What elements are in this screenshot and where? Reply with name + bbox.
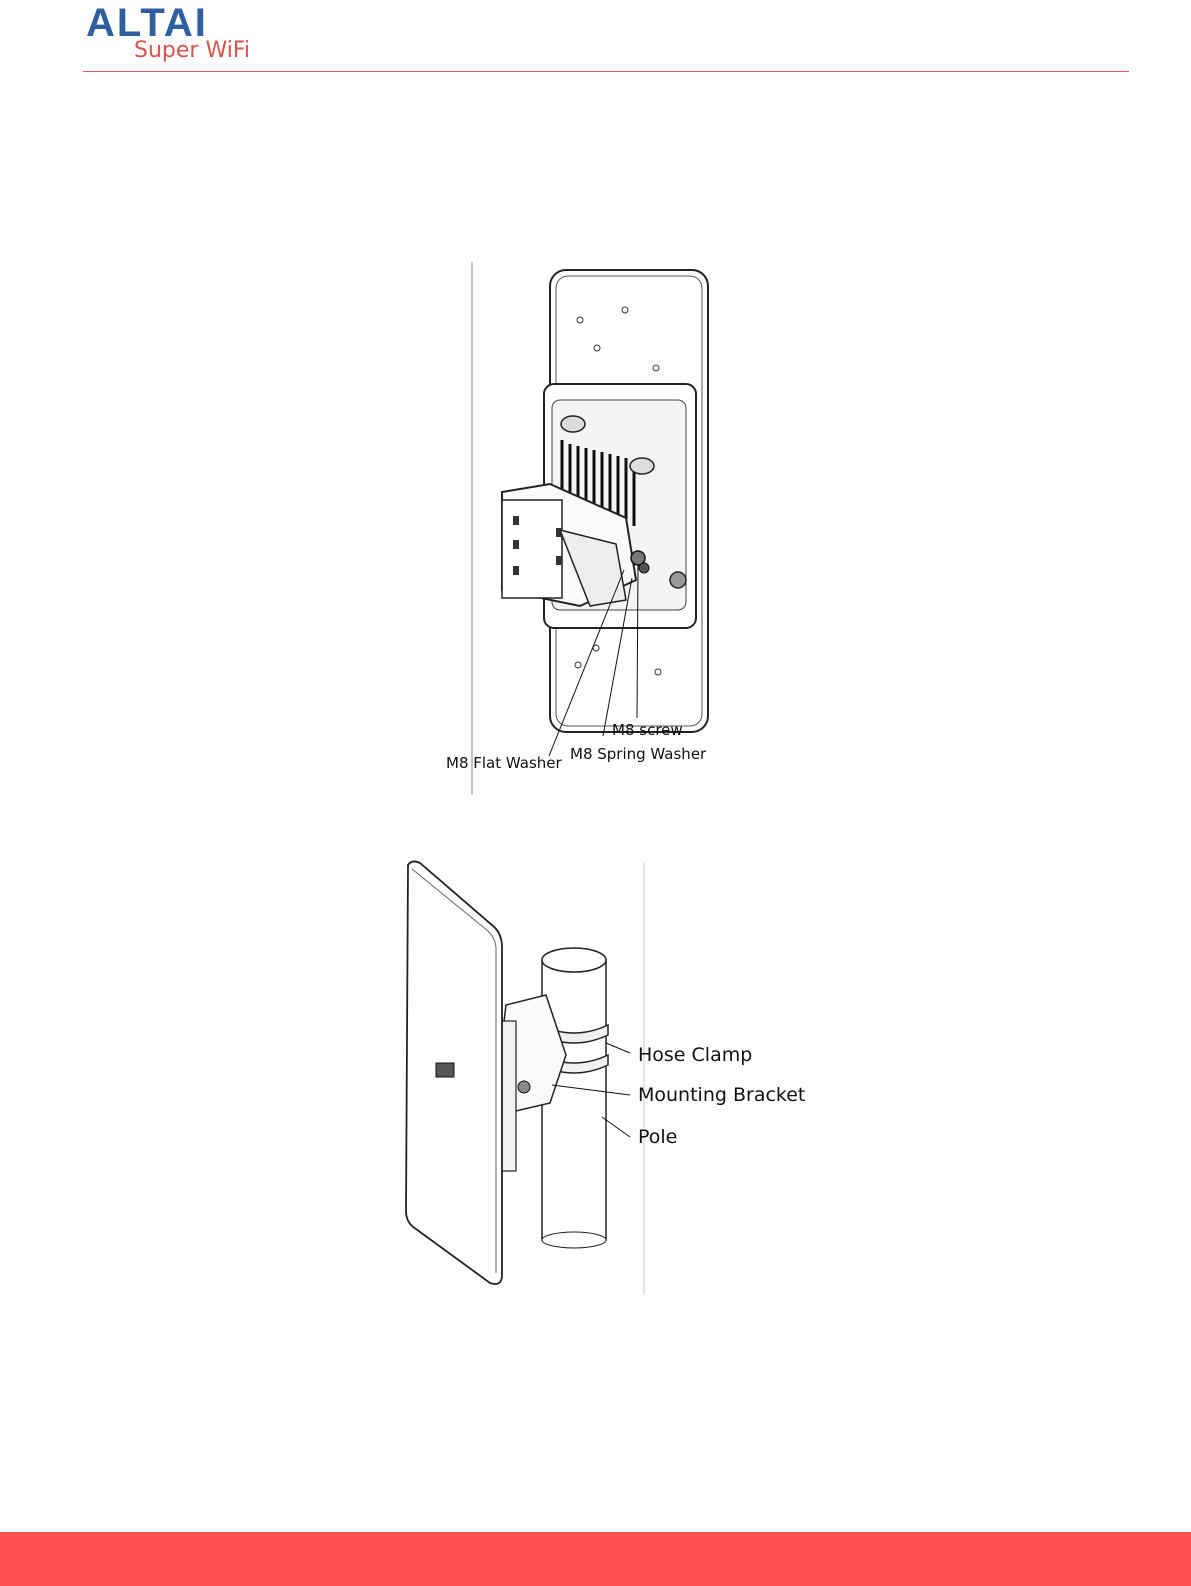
pole-mount-drawing	[390, 855, 820, 1305]
label-m8-flat-washer: M8 Flat Washer	[446, 754, 562, 772]
label-m8-spring-washer: M8 Spring Washer	[570, 745, 706, 763]
label-mounting-bracket: Mounting Bracket	[638, 1084, 805, 1106]
bracket-assembly-drawing	[440, 260, 740, 800]
label-m8-screw: M8 screw	[612, 721, 683, 739]
figure-bracket-assembly	[440, 260, 740, 800]
figure-pole-mount	[390, 855, 820, 1305]
label-pole: Pole	[638, 1126, 677, 1148]
logo-tagline: Super WiFi	[134, 38, 250, 64]
altai-logo: ALTAI Super WiFi	[86, 4, 310, 66]
label-hose-clamp: Hose Clamp	[638, 1044, 752, 1066]
footer-band	[0, 1532, 1191, 1586]
header-divider	[83, 71, 1129, 72]
